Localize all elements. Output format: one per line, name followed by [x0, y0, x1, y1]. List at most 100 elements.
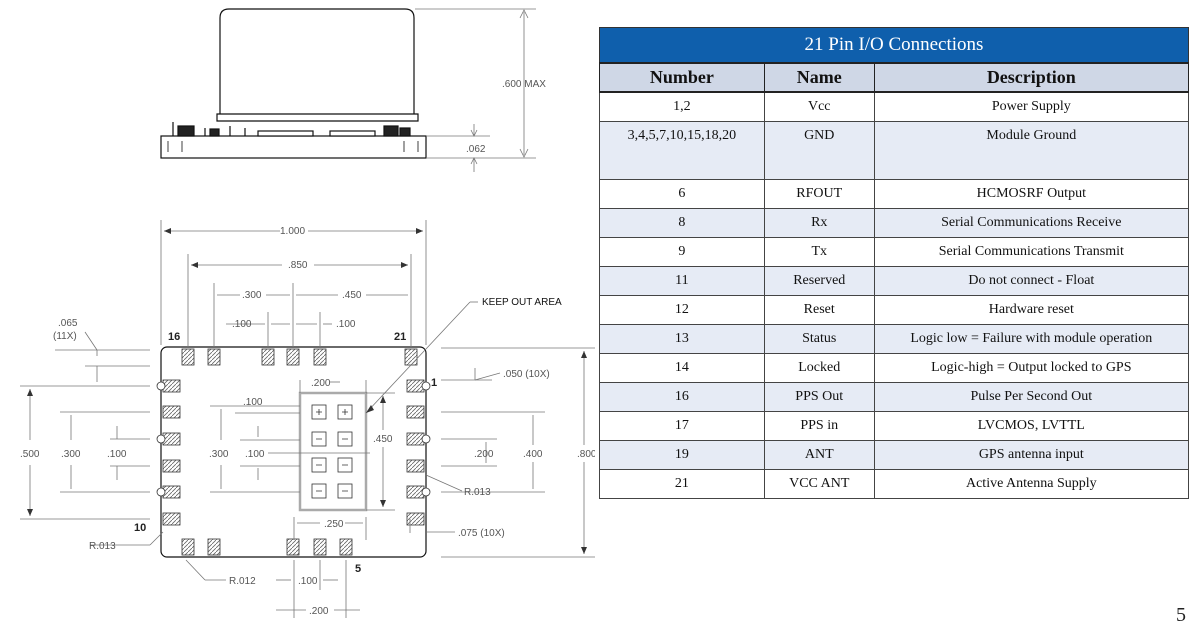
header-description: Description — [873, 62, 1190, 93]
keep-out-label: KEEP OUT AREA — [482, 297, 562, 308]
cell-description: Serial Communications Receive — [873, 208, 1190, 238]
dim-span-300: .300 — [242, 290, 262, 301]
cell-number: 11 — [599, 266, 765, 296]
module-outline — [160, 346, 427, 558]
dim-left-500: .500 — [20, 449, 40, 460]
dim-inner-300: .300 — [209, 449, 229, 460]
dim-bottom-100: .100 — [298, 576, 318, 587]
dim-pitch-left: .100 — [232, 319, 252, 330]
cell-name: Status — [763, 324, 875, 354]
dim-pad-length: .050 (10X) — [503, 369, 550, 380]
mechanical-drawing: .600 MAX .062 — [20, 8, 595, 618]
cell-number: 13 — [599, 324, 765, 354]
dim-bottom-200: .200 — [309, 606, 329, 617]
cell-name: Reset — [763, 295, 875, 325]
dim-pad-075: .075 (10X) — [458, 528, 505, 539]
header-number: Number — [599, 62, 765, 93]
cell-number: 17 — [599, 411, 765, 441]
radius-right: R.013 — [464, 487, 491, 498]
pad-group — [162, 348, 425, 556]
dim-pad-width: .065 — [58, 318, 78, 329]
header-name: Name — [763, 62, 875, 93]
dim-pitch-right: .100 — [336, 319, 356, 330]
cell-name: Locked — [763, 353, 875, 383]
cell-name: ANT — [763, 440, 875, 470]
dim-keep-out-width: .200 — [311, 378, 331, 389]
side-base-label: .062 — [466, 144, 486, 155]
dim-keep-out-250: .250 — [324, 519, 344, 530]
side-height-label: .600 MAX — [502, 79, 546, 90]
cell-name: Reserved — [763, 266, 875, 296]
cell-number: 6 — [599, 179, 765, 209]
cell-description: Do not connect - Float — [873, 266, 1190, 296]
pin-label-16: 16 — [168, 331, 180, 343]
page-number: 5 — [1176, 604, 1186, 626]
radius-corner: R.012 — [229, 576, 256, 587]
dim-left-100-top: .100 — [243, 397, 263, 408]
cell-name: PPS in — [763, 411, 875, 441]
pin-label-5: 5 — [355, 563, 361, 575]
cell-number: 21 — [599, 469, 765, 499]
dim-pad-width-qty: (11X) — [53, 331, 77, 342]
cell-name: PPS Out — [763, 382, 875, 412]
cell-number: 8 — [599, 208, 765, 238]
cell-number: 14 — [599, 353, 765, 383]
cell-number: 9 — [599, 237, 765, 267]
dim-keep-out-height: .450 — [373, 434, 393, 445]
dim-right-200: .200 — [474, 449, 494, 460]
cell-name: VCC ANT — [763, 469, 875, 499]
cell-number: 1,2 — [599, 91, 765, 122]
cell-description: Module Ground — [873, 121, 1190, 180]
cell-description: Active Antenna Supply — [873, 469, 1190, 499]
cell-description: Logic-high = Output locked to GPS — [873, 353, 1190, 383]
dim-height-800: .800 — [577, 449, 595, 460]
keep-out-area — [298, 391, 368, 512]
cell-description: GPS antenna input — [873, 440, 1190, 470]
cell-description: Pulse Per Second Out — [873, 382, 1190, 412]
cell-number: 19 — [599, 440, 765, 470]
cell-description: Logic low = Failure with module operatio… — [873, 324, 1190, 354]
keep-out-pads — [311, 404, 353, 499]
dim-span-450: .450 — [342, 290, 362, 301]
cell-name: Tx — [763, 237, 875, 267]
cell-number: 16 — [599, 382, 765, 412]
cell-description: Power Supply — [873, 91, 1190, 122]
cell-name: GND — [763, 121, 875, 180]
radius-left: R.013 — [89, 541, 116, 552]
side-view — [160, 8, 427, 159]
cell-name: RFOUT — [763, 179, 875, 209]
dim-pad-span: .850 — [288, 260, 308, 271]
dim-inner-100: .100 — [245, 449, 265, 460]
cell-description: HCMOSRF Output — [873, 179, 1190, 209]
cell-number: 3,4,5,7,10,15,18,20 — [599, 121, 765, 180]
cell-number: 12 — [599, 295, 765, 325]
cell-description: Serial Communications Transmit — [873, 237, 1190, 267]
pin-label-1: 1 — [431, 377, 437, 389]
table-header-row: Number Name Description — [599, 62, 1190, 93]
cell-description: Hardware reset — [873, 295, 1190, 325]
pin-io-table: 21 Pin I/O Connections Number Name Descr… — [599, 27, 1190, 499]
pin-label-10: 10 — [134, 522, 146, 534]
dim-width-overall: 1.000 — [280, 226, 305, 237]
pin-label-21: 21 — [394, 331, 406, 343]
cell-name: Rx — [763, 208, 875, 238]
table-title: 21 Pin I/O Connections — [599, 27, 1189, 62]
cell-name: Vcc — [763, 91, 875, 122]
dim-left-100: .100 — [107, 449, 127, 460]
cell-description: LVCMOS, LVTTL — [873, 411, 1190, 441]
dim-right-400: .400 — [523, 449, 543, 460]
dim-left-300: .300 — [61, 449, 81, 460]
